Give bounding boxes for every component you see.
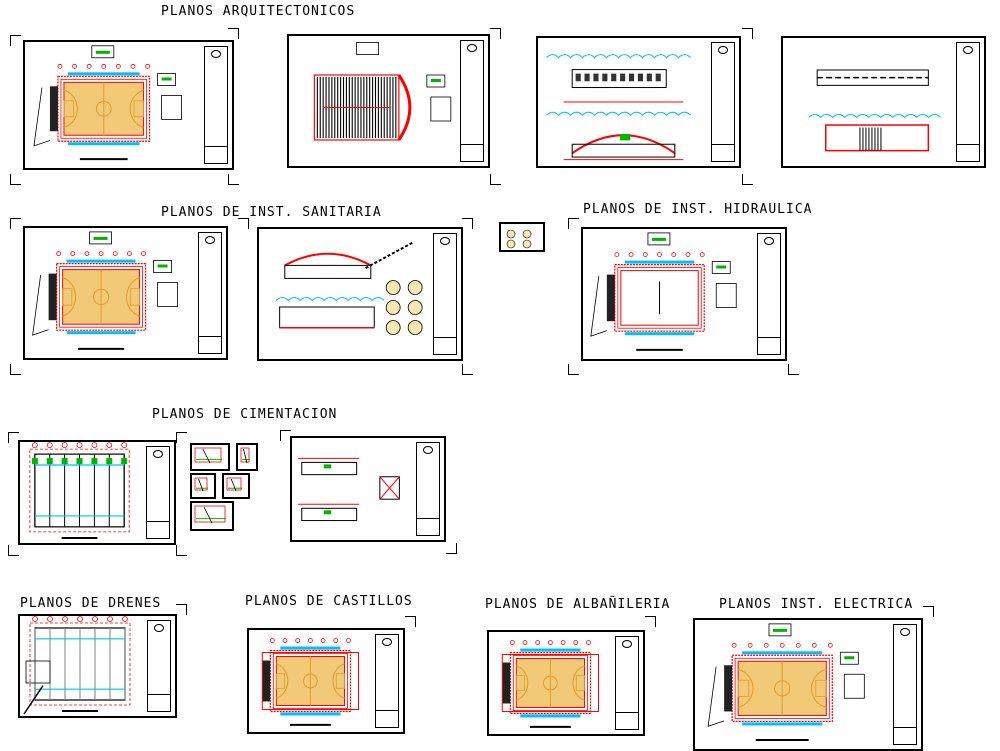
drawing-graphic [23,616,131,715]
sheet-cimentacion-detail-4[interactable] [222,473,250,499]
sheet-cimentacion-detail-5[interactable] [190,501,234,531]
drawing-graphic [275,241,423,335]
crop-mark [490,174,501,185]
crop-mark [10,35,21,46]
crop-mark [8,545,19,556]
logo-seal-icon [423,446,433,454]
drawing-graphic [194,505,226,524]
title-block [433,233,457,355]
drawing-graphic [506,229,532,249]
sheet-small-detail-box[interactable] [499,222,545,252]
sheet-arq-roof-plan[interactable] [287,34,490,168]
title-albanileria: PLANOS DE ALBAÑILERIA [485,597,671,612]
logo-seal-icon [900,628,910,636]
sheet-arq-elevations[interactable] [536,36,741,168]
crop-mark [176,545,187,556]
title-block [711,42,735,162]
drawing-graphic [313,42,452,141]
title-castillos: PLANOS DE CASTILLOS [245,594,413,609]
drawing-graphic [32,231,178,350]
sheet-cimentacion-detail-2[interactable] [236,443,258,471]
title-block [615,636,639,730]
drawing-graphic [33,45,182,161]
drawing-graphic [194,477,208,492]
sheet-castillos-plan[interactable] [247,628,405,734]
crop-mark [10,218,21,229]
drawing-graphic [298,457,400,522]
drawing-graphic [707,623,865,741]
logo-seal-icon [382,638,392,646]
logo-seal-icon [764,237,774,245]
title-block [147,620,171,712]
title-block [956,42,980,162]
logo-seal-icon [718,46,728,54]
drawing-graphic [501,640,599,728]
title-block [198,232,222,354]
logo-seal-icon [205,236,215,244]
title-block [416,442,440,536]
sheet-hidraulica-plan[interactable] [581,227,787,361]
crop-mark [8,432,19,443]
sheet-arq-plan-view[interactable] [23,40,234,170]
crop-mark [228,28,239,39]
drawing-graphic [194,447,222,464]
sheet-drenes-plan[interactable] [18,614,177,718]
sheet-albanileria-plan[interactable] [487,630,645,736]
crop-mark [228,174,239,185]
crop-mark [462,218,473,229]
sheet-electrica-plan[interactable] [693,618,923,751]
crop-mark [568,364,579,375]
drawing-graphic [590,232,737,351]
sheet-cimentacion-detail-3[interactable] [190,473,216,499]
crop-mark [176,432,187,443]
crop-mark [10,364,21,375]
title-block [204,46,228,164]
crop-mark [645,616,656,627]
title-block [893,624,917,745]
title-block [460,40,484,162]
logo-seal-icon [153,450,163,458]
crop-mark [405,616,416,627]
crop-mark [10,174,21,185]
sheet-sanitaria-plan[interactable] [23,226,228,360]
title-drenes: PLANOS DE DRENES [20,596,162,611]
drawing-graphic [546,54,691,161]
drawing-graphic [240,447,250,464]
crop-mark [446,543,457,554]
logo-seal-icon [440,237,450,245]
crop-mark [923,606,934,617]
crop-mark [568,218,579,229]
crop-mark [280,430,291,441]
logo-seal-icon [963,46,973,54]
crop-mark [742,28,753,39]
drawing-graphic [226,477,242,492]
logo-seal-icon [211,50,221,58]
title-arquitectonicos: PLANOS ARQUITECTONICOS [161,4,356,19]
crop-mark [788,364,799,375]
drawing-graphic [261,638,359,726]
title-cimentacion: PLANOS DE CIMENTACION [152,407,338,422]
logo-seal-icon [154,624,164,632]
crop-mark [462,364,473,375]
title-block [375,634,399,728]
logo-seal-icon [467,44,477,52]
sheet-arq-sections[interactable] [781,36,986,168]
logo-seal-icon [622,640,632,648]
sheet-cimentacion-detail-1[interactable] [190,443,230,471]
drawing-graphic [29,442,130,539]
crop-mark [490,28,501,39]
title-electrica: PLANOS INST. ELECTRICA [719,597,914,612]
sheet-sanitaria-details[interactable] [257,227,463,361]
crop-mark [176,604,187,615]
title-block [757,233,781,355]
drawing-graphic [808,69,942,152]
sheet-cimentacion-sections[interactable] [290,436,446,542]
crop-mark [238,218,249,229]
title-sanitaria: PLANOS DE INST. SANITARIA [161,205,382,220]
title-hidraulica: PLANOS DE INST. HIDRAULICA [583,202,813,217]
crop-mark [742,174,753,185]
title-block [146,446,170,539]
sheet-cimentacion-plan[interactable] [18,440,176,545]
